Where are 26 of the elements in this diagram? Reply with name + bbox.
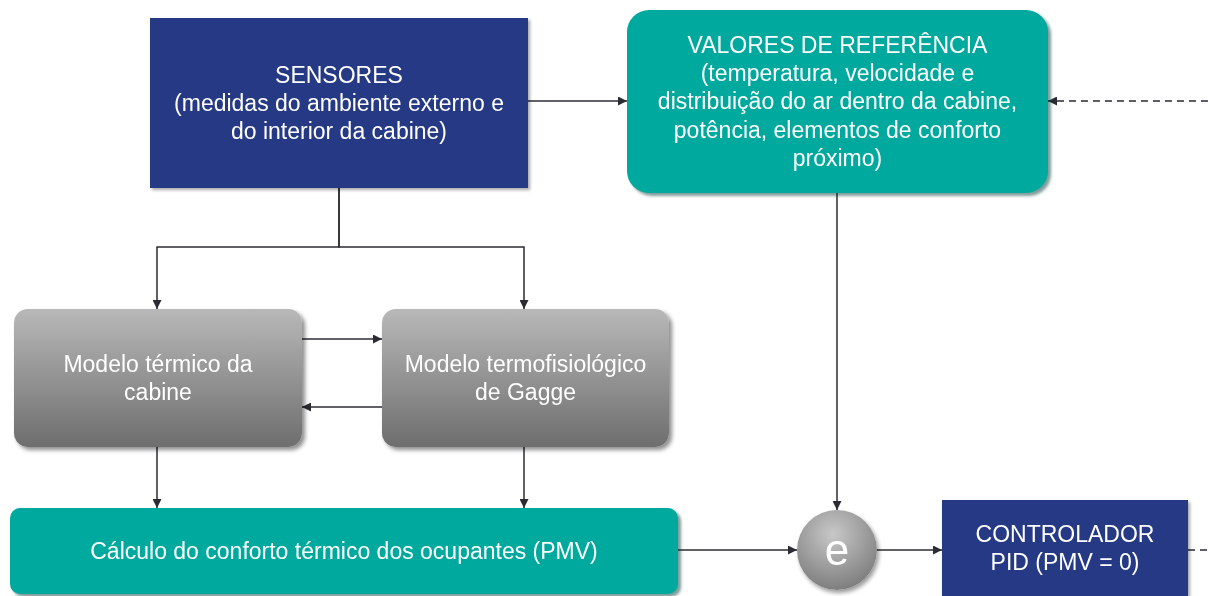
arrow: [519, 446, 529, 509]
process-box: [382, 309, 669, 447]
process-box: [627, 10, 1048, 193]
process-box: [10, 508, 678, 594]
process-box: [942, 500, 1188, 596]
box-text: Modelo térmico da cabine: [62, 349, 254, 407]
arrow: [152, 446, 162, 509]
arrow: [527, 96, 628, 106]
box-text: (medidas do ambiente externo e do interior da cabine): [173, 88, 505, 146]
box-text: (temperatura, velocidade e distribuição do ar dentro da cabine, potência, elementos de conforto próximo): [656, 59, 1019, 172]
arrow: [876, 545, 943, 555]
process-box: [14, 309, 302, 447]
arrow: [338, 187, 529, 310]
dashed-arrow: [1047, 96, 1208, 106]
box-text: e: [824, 524, 850, 577]
arrow: [301, 334, 383, 344]
box-heading: VALORES DE REFERÊNCIA: [687, 31, 988, 60]
box-text: Modelo termofisiológico de Gagge: [403, 349, 648, 407]
box-heading: SENSORES: [275, 60, 403, 89]
arrow: [677, 545, 798, 555]
arrow: [832, 192, 842, 511]
process-box: [150, 18, 528, 188]
box-text: CONTROLADOR PID (PMV = 0): [974, 519, 1156, 577]
box-text: Cálculo do conforto térmico dos ocupantes (PMV): [90, 536, 598, 565]
comparator-circle: [797, 510, 877, 590]
arrow: [301, 402, 383, 412]
